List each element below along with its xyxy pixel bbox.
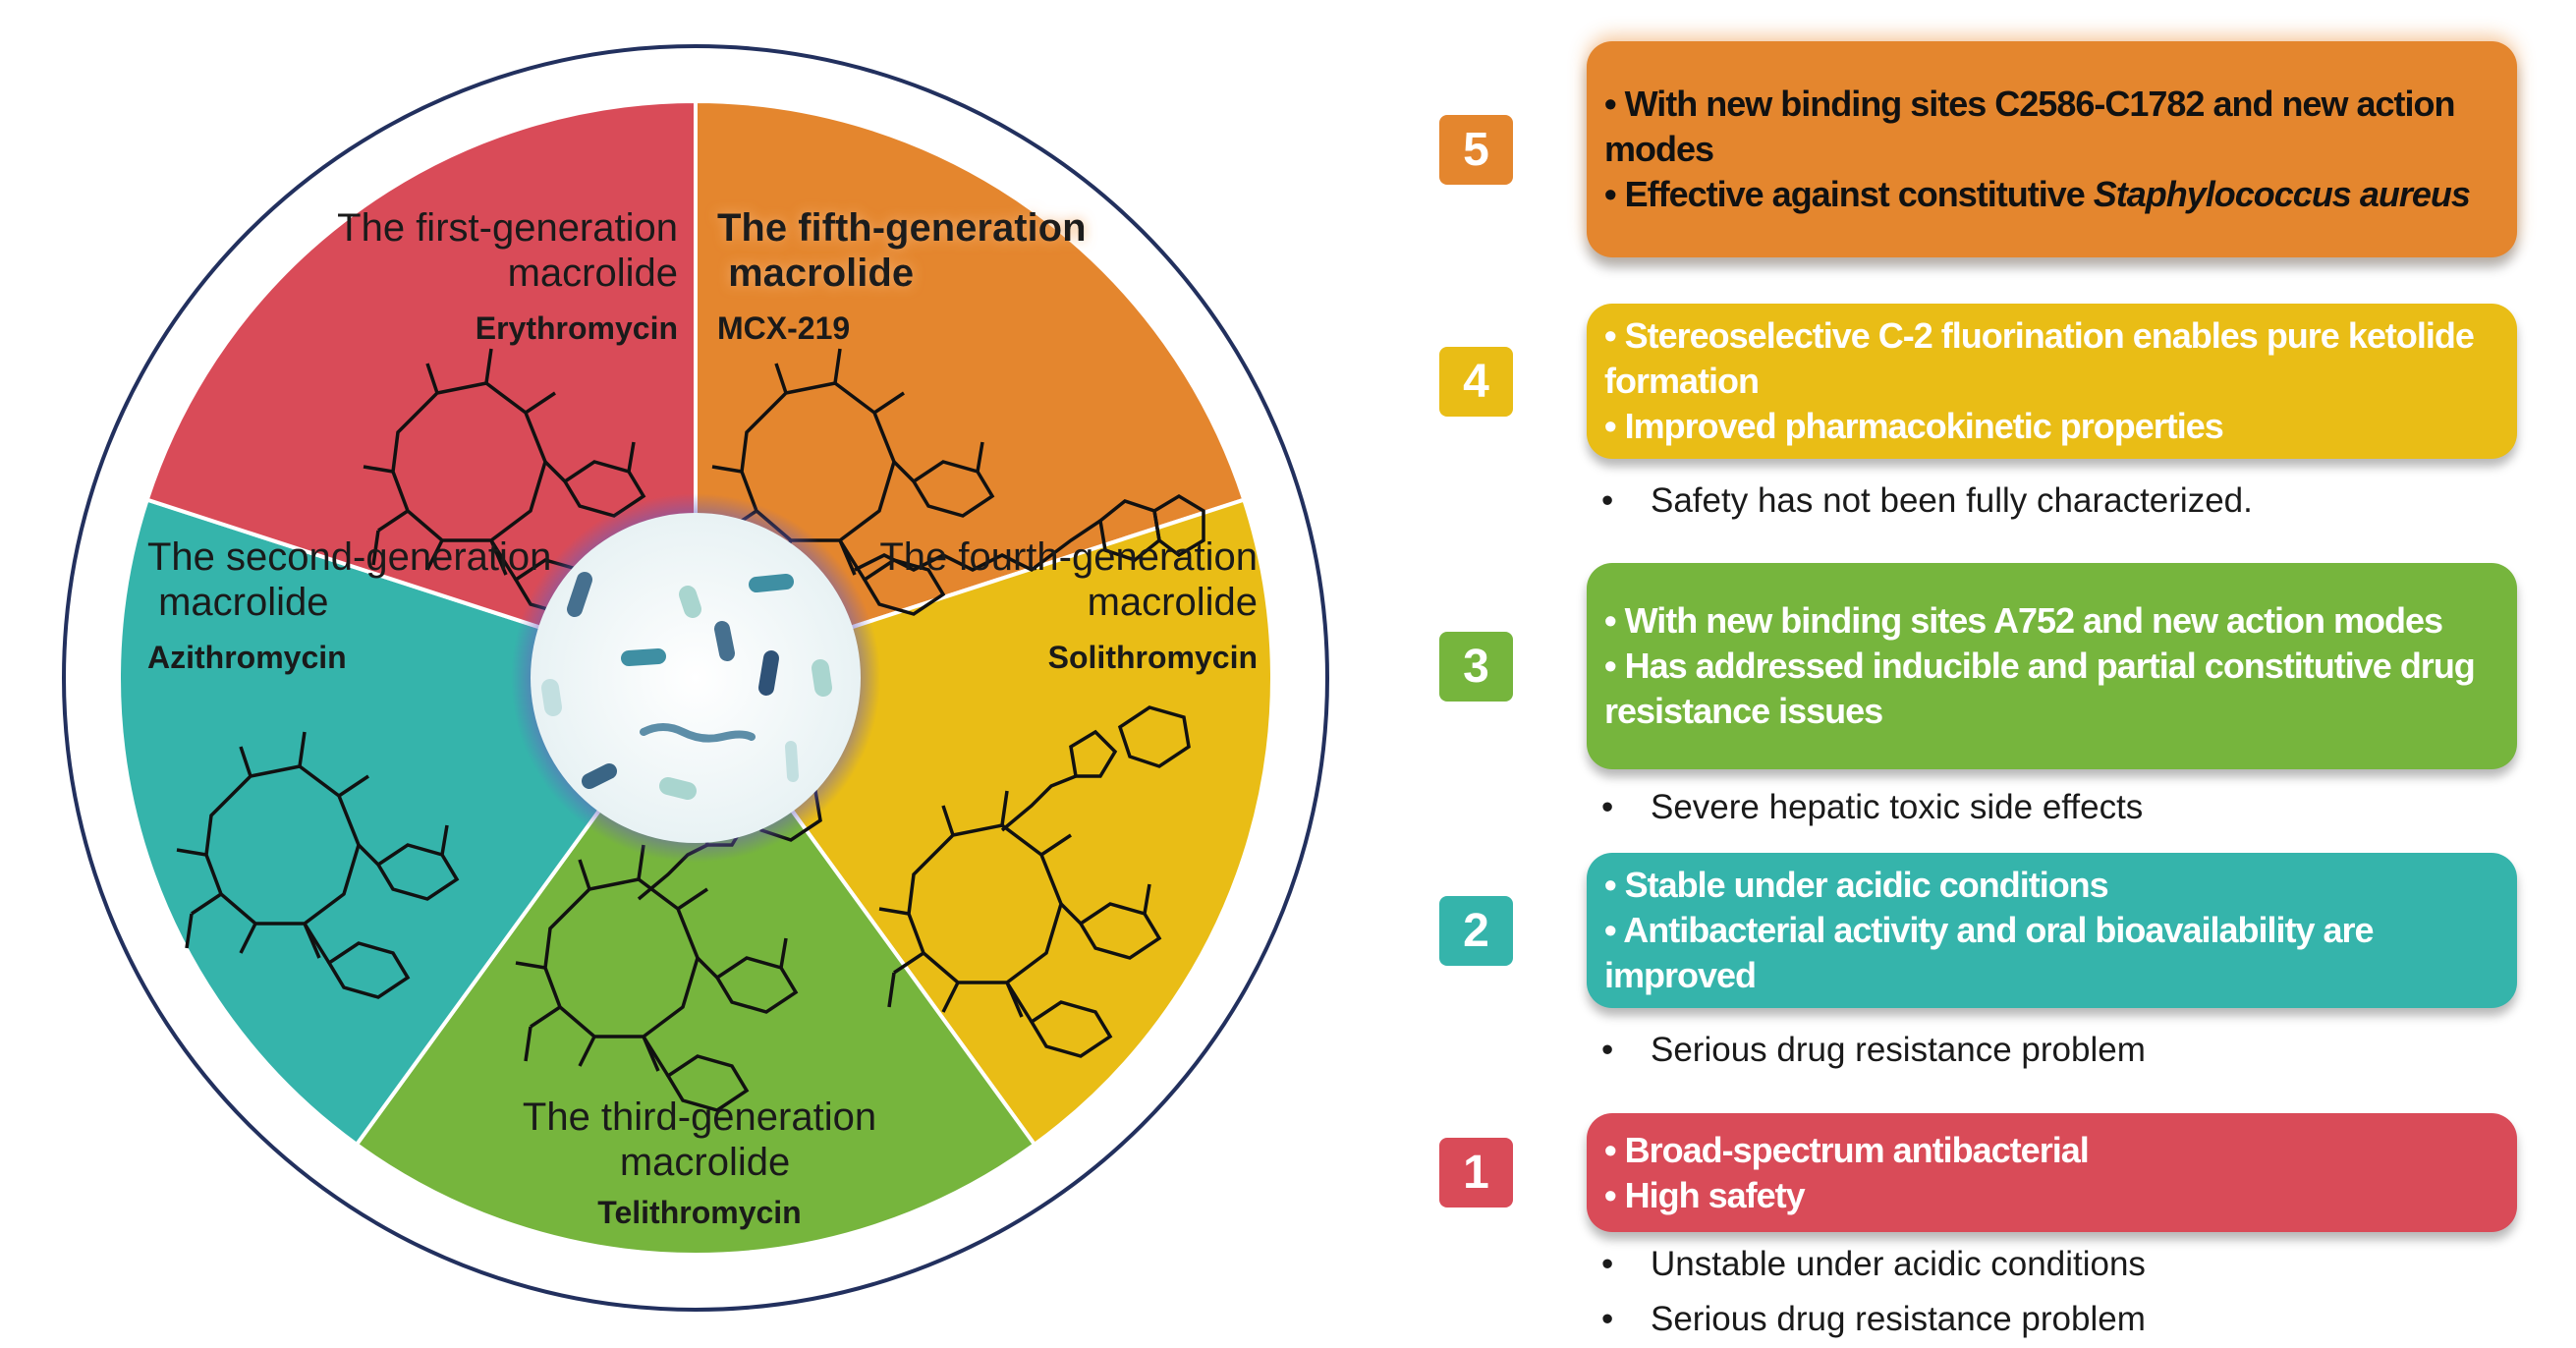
- drawback-item: •Serious drug resistance problem: [1601, 1031, 2146, 1069]
- generation-badge-1: 1: [1439, 1138, 1513, 1208]
- advantage-item: • Has addressed inducible and partial co…: [1604, 646, 2476, 731]
- wheel-slice-first-generation: [144, 98, 698, 681]
- generation-badge-5: 5: [1439, 114, 1513, 185]
- macrolide-generation-wheel: The first-generation macrolide The fifth…: [62, 44, 1329, 1312]
- generation-label-line: The third-generation: [523, 1095, 876, 1139]
- molecule-label-mcx-219: MCX-219: [717, 310, 850, 346]
- generation-1-row: 1 • Broad-spectrum antibacterial • High …: [1439, 1113, 2517, 1232]
- generation-label-line: macrolide: [717, 252, 914, 295]
- generation-label-fourth: The fourth-generation macrolide: [879, 535, 1258, 624]
- drawback-item: •Severe hepatic toxic side effects: [1601, 788, 2144, 826]
- wheel-slice-fifth-generation: [694, 98, 1247, 681]
- generation-label-line: The fourth-generation: [879, 535, 1258, 579]
- molecule-label-solithromycin: Solithromycin: [1048, 640, 1258, 675]
- generation-3-row: 3 • With new binding sites A752 and new …: [1439, 563, 2517, 769]
- generation-2-row: 2 • Stable under acidic conditions • Ant…: [1439, 853, 2517, 1008]
- generation-5-row: 5 • With new binding sites C2586-C1782 a…: [1439, 41, 2517, 257]
- generation-5-advantages: • With new binding sites C2586-C1782 and…: [1587, 41, 2517, 257]
- advantage-item: • Broad-spectrum antibacterial: [1604, 1129, 2090, 1170]
- molecule-label-erythromycin: Erythromycin: [476, 310, 678, 346]
- generation-2-advantages: • Stable under acidic conditions • Antib…: [1587, 853, 2517, 1008]
- advantage-item: • With new binding sites C2586-C1782 and…: [1604, 84, 2455, 169]
- generation-badge-2: 2: [1439, 895, 1513, 966]
- generation-badge-3: 3: [1439, 631, 1513, 702]
- generation-label-second: The second-generation macrolide: [147, 535, 551, 624]
- advantage-item: • Improved pharmacokinetic properties: [1604, 406, 2224, 446]
- generation-4-advantages: • Stereoselective C-2 fluorination enabl…: [1587, 304, 2517, 459]
- molecule-label-azithromycin: Azithromycin: [147, 640, 347, 675]
- generation-label-line: macrolide: [496, 252, 678, 295]
- solithromycin-side-chain: [1000, 705, 1191, 832]
- drawback-item: •Serious drug resistance problem: [1601, 1300, 2146, 1338]
- drawback-item: •Safety has not been fully characterized…: [1601, 481, 2253, 520]
- molecule-label-telithromycin: Telithromycin: [597, 1195, 801, 1230]
- advantage-item: • High safety: [1604, 1174, 1806, 1215]
- generation-label-line: macrolide: [1076, 581, 1258, 624]
- advantage-item: • Antibacterial activity and oral bioava…: [1604, 910, 2375, 995]
- generation-label-line: macrolide: [147, 581, 329, 624]
- generation-label-fifth: The fifth-generation macrolide: [717, 206, 1087, 295]
- generation-summary-panel: 5 • With new binding sites C2586-C1782 a…: [1439, 41, 2517, 1339]
- bacteria-icon: [541, 572, 832, 800]
- generation-label-first: The first-generation macrolide: [337, 206, 678, 295]
- advantage-item: • Stable under acidic conditions: [1604, 865, 2109, 905]
- advantage-item: • Effective against constitutive Staphyl…: [1604, 174, 2471, 214]
- advantage-item: • With new binding sites A752 and new ac…: [1604, 600, 2443, 641]
- generation-label-line: The fifth-generation: [717, 206, 1087, 250]
- mcx-219-quinolone-chain: [854, 493, 1205, 573]
- generation-label-line: macrolide: [609, 1141, 791, 1184]
- generation-1-advantages: • Broad-spectrum antibacterial • High sa…: [1587, 1113, 2517, 1232]
- generation-label-third: The third-generation macrolide: [523, 1095, 876, 1184]
- generation-4-row: 4 • Stereoselective C-2 fluorination ena…: [1439, 304, 2517, 459]
- drawback-item: •Unstable under acidic conditions: [1601, 1245, 2146, 1283]
- generation-3-advantages: • With new binding sites A752 and new ac…: [1587, 563, 2517, 769]
- generation-label-line: The second-generation: [147, 535, 551, 579]
- bacteria-illustration: [531, 513, 861, 843]
- generation-badge-4: 4: [1439, 346, 1513, 417]
- advantage-item: • Stereoselective C-2 fluorination enabl…: [1604, 315, 2475, 401]
- generation-label-line: The first-generation: [337, 206, 678, 250]
